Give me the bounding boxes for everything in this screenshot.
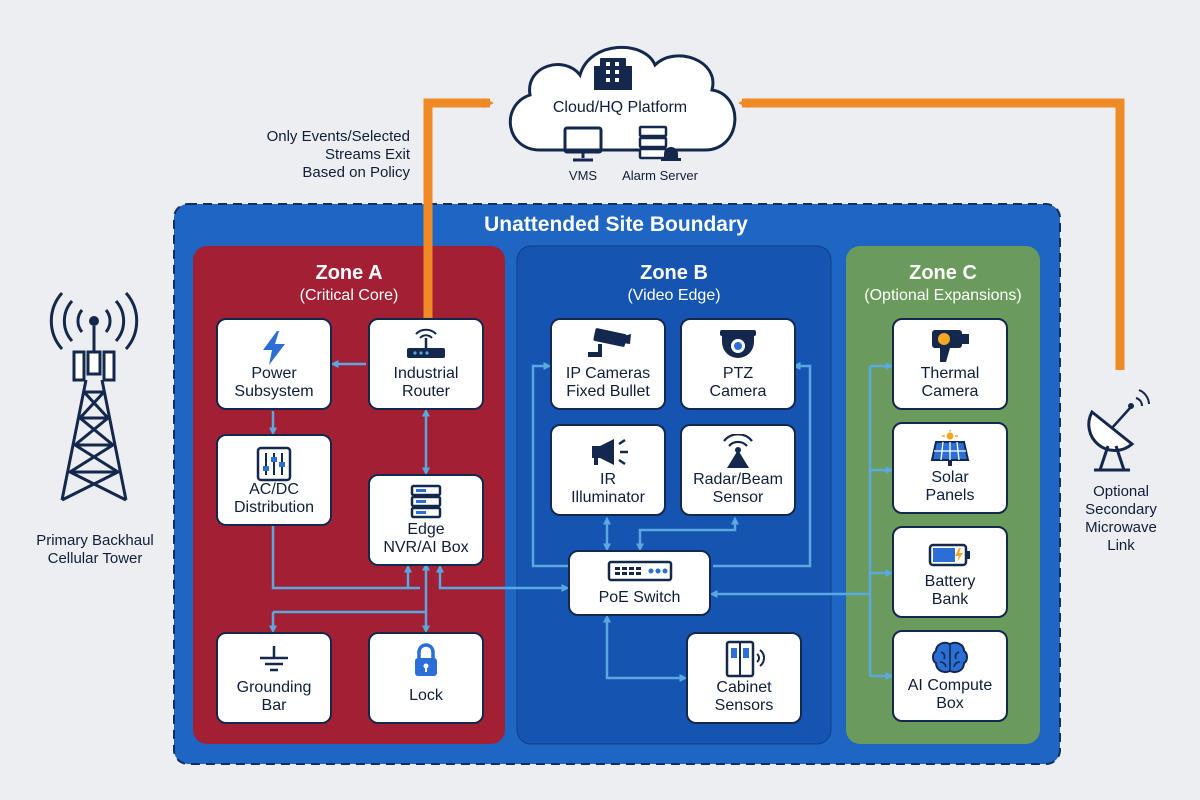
card-label: Box [936, 694, 964, 712]
ir-illuminator-card[interactable]: IR Illuminator [550, 424, 666, 516]
boundary-title: Unattended Site Boundary [484, 213, 748, 236]
microwave-label-line: Optional [1093, 483, 1149, 500]
card-label: Edge [407, 521, 445, 539]
microwave-label-line: Microwave [1085, 519, 1157, 536]
zone-a-subtitle: (Critical Core) [299, 287, 399, 304]
padlock-icon [415, 643, 437, 676]
thermal-camera-card[interactable]: Thermal Camera [892, 318, 1008, 410]
control-panel-icon [256, 446, 292, 482]
policy-note-line: Streams Exit [324, 146, 410, 163]
alarm-server-label: Alarm Server [622, 168, 698, 183]
tower-label: Primary Backhaul Cellular Tower [20, 532, 170, 568]
lock-card[interactable]: Lock [368, 632, 484, 724]
link-poe-ptz [713, 362, 812, 568]
policy-note-line: Based on Policy [302, 164, 410, 181]
card-label: Sensor [712, 488, 764, 506]
microwave-label-line: Secondary [1085, 501, 1157, 518]
card-label: IR [600, 471, 616, 489]
card-label: Battery [924, 573, 976, 591]
vms-label: VMS [568, 168, 598, 183]
industrial-router-card[interactable]: Industrial Router [368, 318, 484, 410]
tower-label-line: Primary Backhaul [36, 532, 154, 549]
edge-nvr-card[interactable]: Edge NVR/AI Box [368, 474, 484, 566]
thermal-camera-icon [932, 330, 969, 362]
battery-bank-card[interactable]: Battery Bank [892, 526, 1008, 618]
router-icon [407, 328, 445, 358]
microwave-label-line: Link [1107, 537, 1135, 554]
card-label: PoE Switch [598, 588, 681, 606]
cabinet-icon [725, 640, 765, 678]
link-acdc-bus [271, 526, 420, 590]
zone-b-subtitle: (Video Edge) [627, 287, 721, 304]
ir-emitter-icon [592, 438, 628, 466]
tower-label-line: Cellular Tower [47, 550, 143, 567]
grounding-bar-card[interactable]: Grounding Bar [216, 632, 332, 724]
ai-compute-box-card[interactable]: AI Compute Box [892, 630, 1008, 722]
card-label: Camera [709, 382, 767, 400]
link-poe-radar [636, 516, 739, 552]
card-label: Solar [931, 469, 969, 487]
card-label: Cabinet [716, 679, 772, 697]
cabinet-sensors-card[interactable]: Cabinet Sensors [686, 632, 802, 724]
card-label: Fixed Bullet [566, 382, 650, 400]
card-label: Industrial [393, 365, 459, 383]
cloud-shape [508, 45, 737, 152]
card-label: Subsystem [234, 382, 314, 400]
card-label: Lock [409, 686, 443, 704]
card-label: IP Cameras [565, 365, 651, 383]
radar-icon [723, 434, 753, 468]
server-stack-icon [410, 484, 442, 519]
battery-icon [928, 543, 970, 567]
zone-c-title: Zone C [909, 262, 977, 284]
poe-switch-card[interactable]: PoE Switch [568, 550, 711, 616]
card-label: AI Compute [907, 677, 993, 695]
card-label: Bank [931, 590, 969, 608]
card-label: Panels [925, 486, 975, 504]
dome-camera-icon [720, 330, 756, 358]
ip-cameras-card[interactable]: IP Cameras Fixed Bullet [550, 318, 666, 410]
card-label: Illuminator [571, 488, 645, 506]
cloud-title: Cloud/HQ Platform [552, 99, 688, 116]
brain-icon [932, 641, 968, 673]
zone-c-subtitle: (Optional Expansions) [864, 287, 1022, 304]
ac-dc-distribution-card[interactable]: AC/DC Distribution [216, 434, 332, 526]
bullet-camera-icon [588, 328, 631, 357]
radar-beam-sensor-card[interactable]: Radar/Beam Sensor [680, 424, 796, 516]
zone-a-title: Zone A [315, 262, 383, 284]
uplink-microwave-to-cloud [738, 98, 1125, 370]
card-label: NVR/AI Box [383, 538, 469, 556]
microwave-label: Optional Secondary Microwave Link [1066, 483, 1176, 555]
card-label: Thermal [920, 365, 980, 383]
uplink-router-to-cloud [423, 98, 494, 318]
power-subsystem-card[interactable]: Power Subsystem [216, 318, 332, 410]
network-switch-icon [607, 560, 672, 582]
card-label: Distribution [233, 498, 315, 516]
lightning-icon [263, 331, 285, 365]
card-label: Bar [261, 696, 287, 714]
link-poe-ipcam [531, 362, 568, 568]
card-label: Radar/Beam [693, 471, 783, 489]
solar-panels-card[interactable]: Solar Panels [892, 422, 1008, 514]
card-label: Router [401, 382, 451, 400]
card-label: Power [251, 365, 297, 383]
zone-b-title: Zone B [640, 262, 708, 284]
policy-note: Only Events/Selected Streams Exit Based … [230, 128, 410, 182]
link-nvr-poe [436, 564, 570, 592]
solar-panel-icon [930, 430, 970, 466]
link-poe-cabinet [603, 614, 688, 682]
ground-icon [260, 646, 288, 672]
card-label: Sensors [714, 696, 774, 714]
card-label: Camera [921, 382, 979, 400]
ptz-camera-card[interactable]: PTZ Camera [680, 318, 796, 410]
card-label: Grounding [236, 679, 312, 697]
card-label: PTZ [722, 365, 754, 383]
policy-note-line: Only Events/Selected [266, 128, 410, 145]
card-label: AC/DC [249, 481, 299, 499]
